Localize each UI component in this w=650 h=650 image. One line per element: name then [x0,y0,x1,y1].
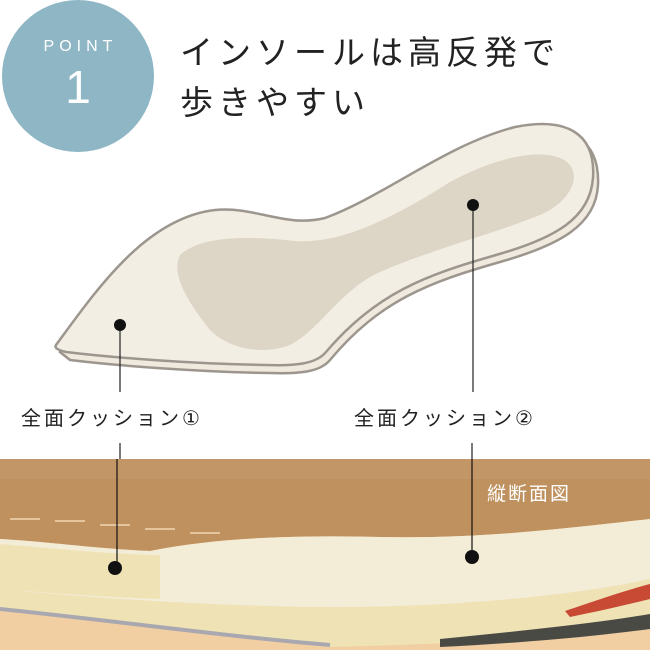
cross-section-title: 縦断面図 [487,483,572,505]
point-badge: POINT 1 [2,0,154,152]
point-number: 1 [65,61,91,113]
headline-line-1: インソールは高反発で [180,33,560,72]
insole-illustration [54,122,600,460]
callout-label-1: 全面クッション① [21,406,203,430]
callout-dot-toe [114,319,126,331]
cross-section-photo [0,459,650,650]
point-label: POINT [43,38,118,55]
headline-line-2: 歩きやすい [180,83,370,122]
callout-label-2: 全面クッション② [354,406,536,430]
callout-dot-heel [467,199,479,211]
headline: インソールは高反発で 歩きやすい [180,28,560,128]
